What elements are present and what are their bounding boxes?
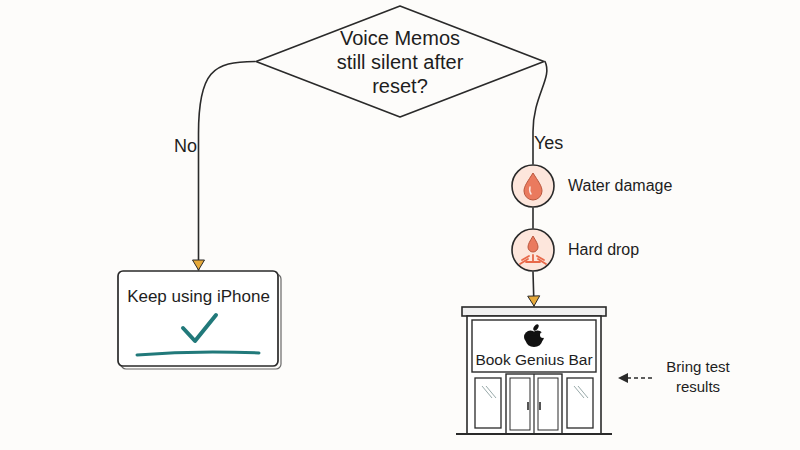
node-label: Hard drop [568,240,639,259]
arrowhead [193,260,205,270]
cause-circle: Hard drop [511,228,555,272]
edge-label: No [174,136,197,157]
flow-connector [533,208,534,228]
edge-label: Yes [534,133,563,154]
flow-connector [528,272,540,306]
leader-line [626,377,652,378]
end-box-outline [117,270,280,368]
arrowhead [528,296,540,306]
node-label: Water damage [568,176,672,195]
cause-circle-outline [511,164,555,208]
node-label: Book Genius Bar [466,351,602,370]
node-label: Voice Memos still silent after reset? [330,26,470,98]
store-node-outline [462,306,606,434]
store-node: Book Genius Bar [462,306,606,434]
node-label: Keep using iPhone [121,287,276,307]
cause-circle-outline [511,228,555,272]
note-label: Bring test results [656,357,740,396]
connector-line [532,208,534,228]
end-box: Keep using iPhone [117,270,280,368]
decision-diamond: Voice Memos still silent after reset? [255,5,545,118]
flow-connector [193,62,256,271]
connector-line [199,62,256,271]
leader-arrowhead [618,373,628,383]
cause-circle: Water damage [511,164,555,208]
